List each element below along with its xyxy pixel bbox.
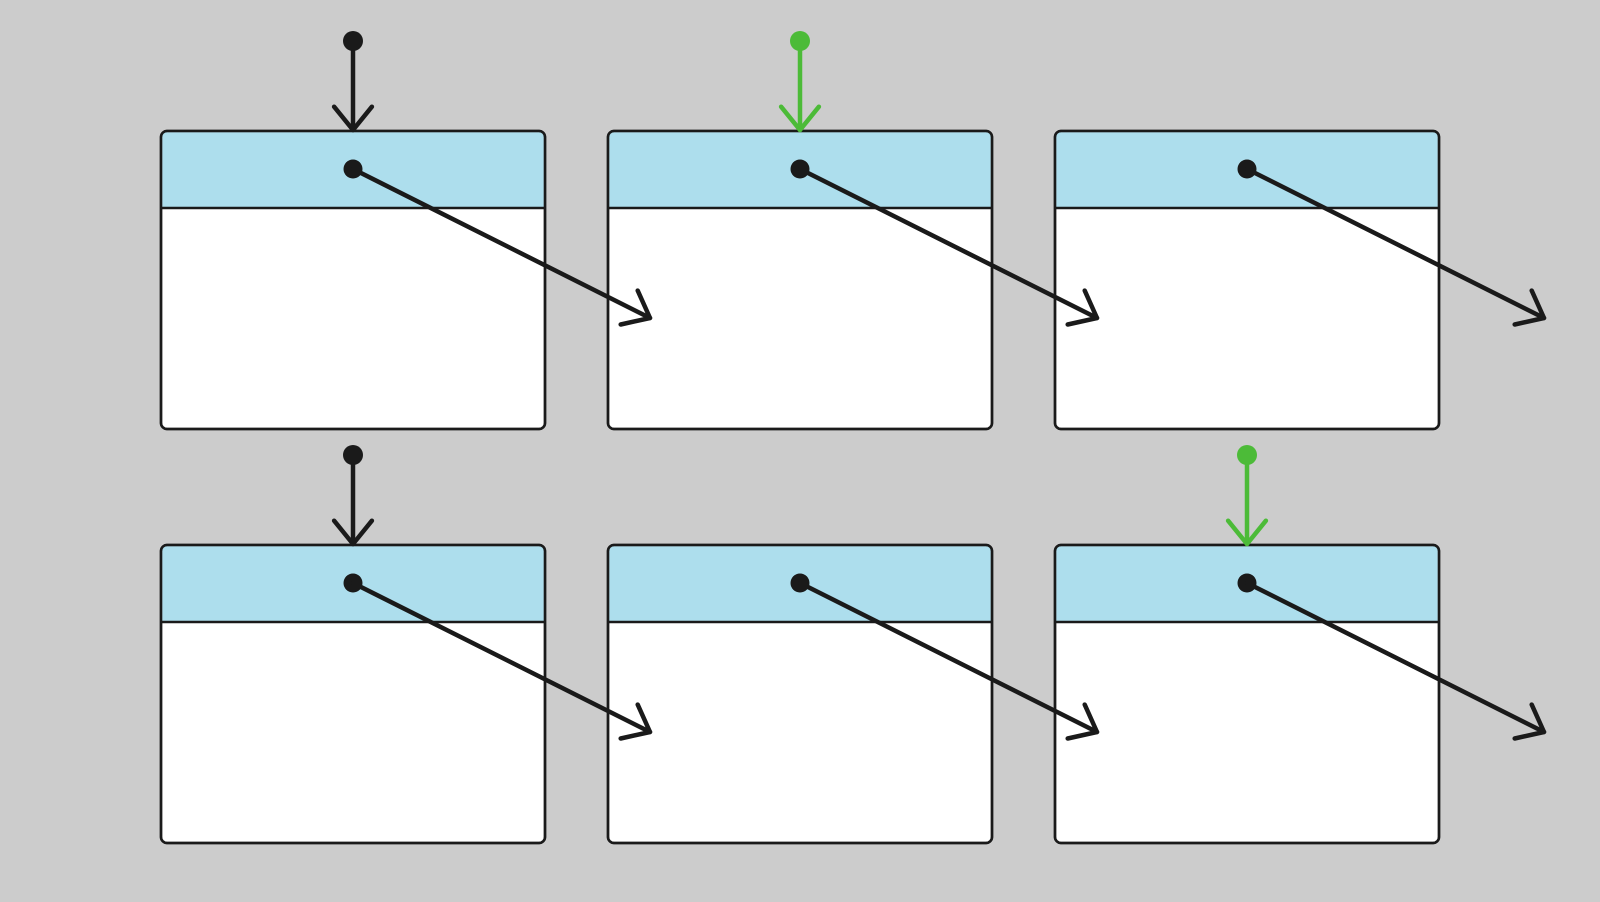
incoming-pointer-r2c1-default [331,445,375,547]
outgoing-link-r2c2 [790,573,1100,741]
outgoing-link-r1c3 [1237,159,1547,327]
outgoing-link-r1c2 [790,159,1100,327]
link-line [797,166,1100,321]
pointer-arrow-head [778,104,822,133]
incoming-pointer-r2c3-highlight [1225,445,1269,547]
link-arrow-head [1512,288,1547,327]
link-arrow-head [1512,702,1547,741]
link-arrow-head [618,288,653,327]
pointer-arrow-head [331,104,375,133]
window-outline [606,543,994,845]
link-arrow-head [618,702,653,741]
link-line [350,580,653,735]
link-line [350,166,653,321]
link-arrow-head [1065,288,1100,327]
pointer-arrow-head [331,518,375,547]
window-block-r2c2 [606,543,994,845]
outgoing-link-r1c1 [343,159,653,327]
window-outline [1053,129,1441,431]
outgoing-link-r2c1 [343,573,653,741]
incoming-pointer-r1c1-default [331,31,375,133]
link-line [797,580,1100,735]
link-line [1244,166,1547,321]
links-layer [331,31,1547,741]
link-line [1244,580,1547,735]
link-arrow-head [1065,702,1100,741]
outgoing-link-r2c3 [1237,573,1547,741]
pointer-arrow-head [1225,518,1269,547]
blocks-layer [159,129,1441,845]
incoming-pointer-r1c2-highlight [778,31,822,133]
